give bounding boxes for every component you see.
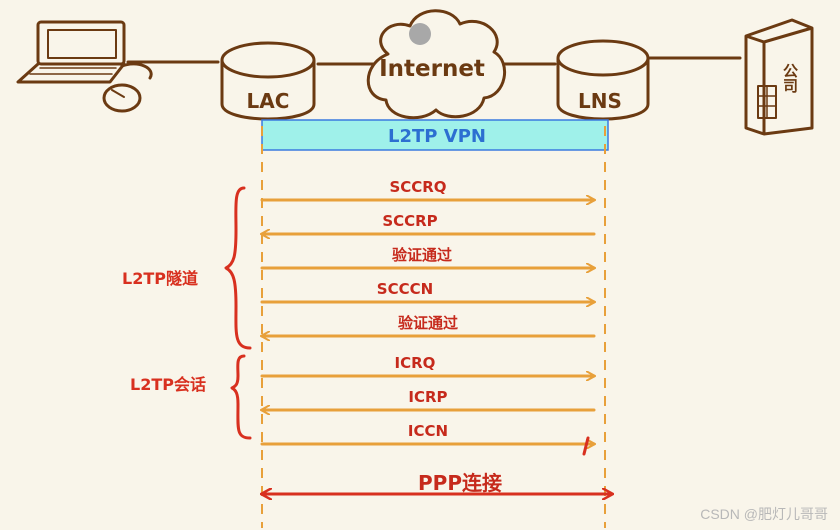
- message-label-3: 验证通过: [392, 246, 452, 264]
- company-label: 公司: [781, 63, 799, 94]
- message-label-7: ICRP: [408, 388, 447, 406]
- message-arrows: SCCRQ SCCRP 验证通过 SCCCN 验证通过 ICRQ ICRP ICCN: [262, 178, 594, 444]
- cloud-dot-icon: [409, 23, 431, 45]
- laptop-icon: [18, 22, 124, 82]
- tunnel-brace: [226, 188, 250, 348]
- lac-router: LAC: [222, 43, 314, 119]
- internet-label: Internet: [379, 56, 485, 82]
- ppp-label: PPP连接: [418, 471, 502, 495]
- watermark: CSDN @肥灯儿哥哥: [700, 504, 828, 524]
- message-label-1: SCCRQ: [389, 178, 446, 196]
- message-label-6: ICRQ: [395, 354, 436, 372]
- group-braces: [226, 188, 250, 438]
- tunnel-group-label: L2TP隧道: [122, 269, 198, 288]
- mouse-icon: [104, 64, 151, 111]
- vpn-label: L2TP VPN: [388, 126, 486, 147]
- message-label-8: ICCN: [408, 422, 448, 440]
- message-label-4: SCCCN: [377, 280, 433, 298]
- message-label-2: SCCRP: [382, 212, 437, 230]
- vpn-bar: L2TP VPN: [262, 120, 608, 150]
- session-group-label: L2TP会话: [130, 375, 206, 394]
- session-brace: [232, 356, 250, 438]
- lac-label: LAC: [247, 89, 290, 113]
- company-server-icon: 公司: [746, 20, 812, 134]
- ppp-connection: PPP连接: [262, 471, 612, 495]
- iccn-tick-mark: [584, 438, 588, 454]
- message-label-5: 验证通过: [398, 314, 458, 332]
- internet-cloud: Internet: [368, 11, 504, 118]
- lns-router: LNS: [558, 41, 648, 119]
- lns-label: LNS: [578, 89, 622, 113]
